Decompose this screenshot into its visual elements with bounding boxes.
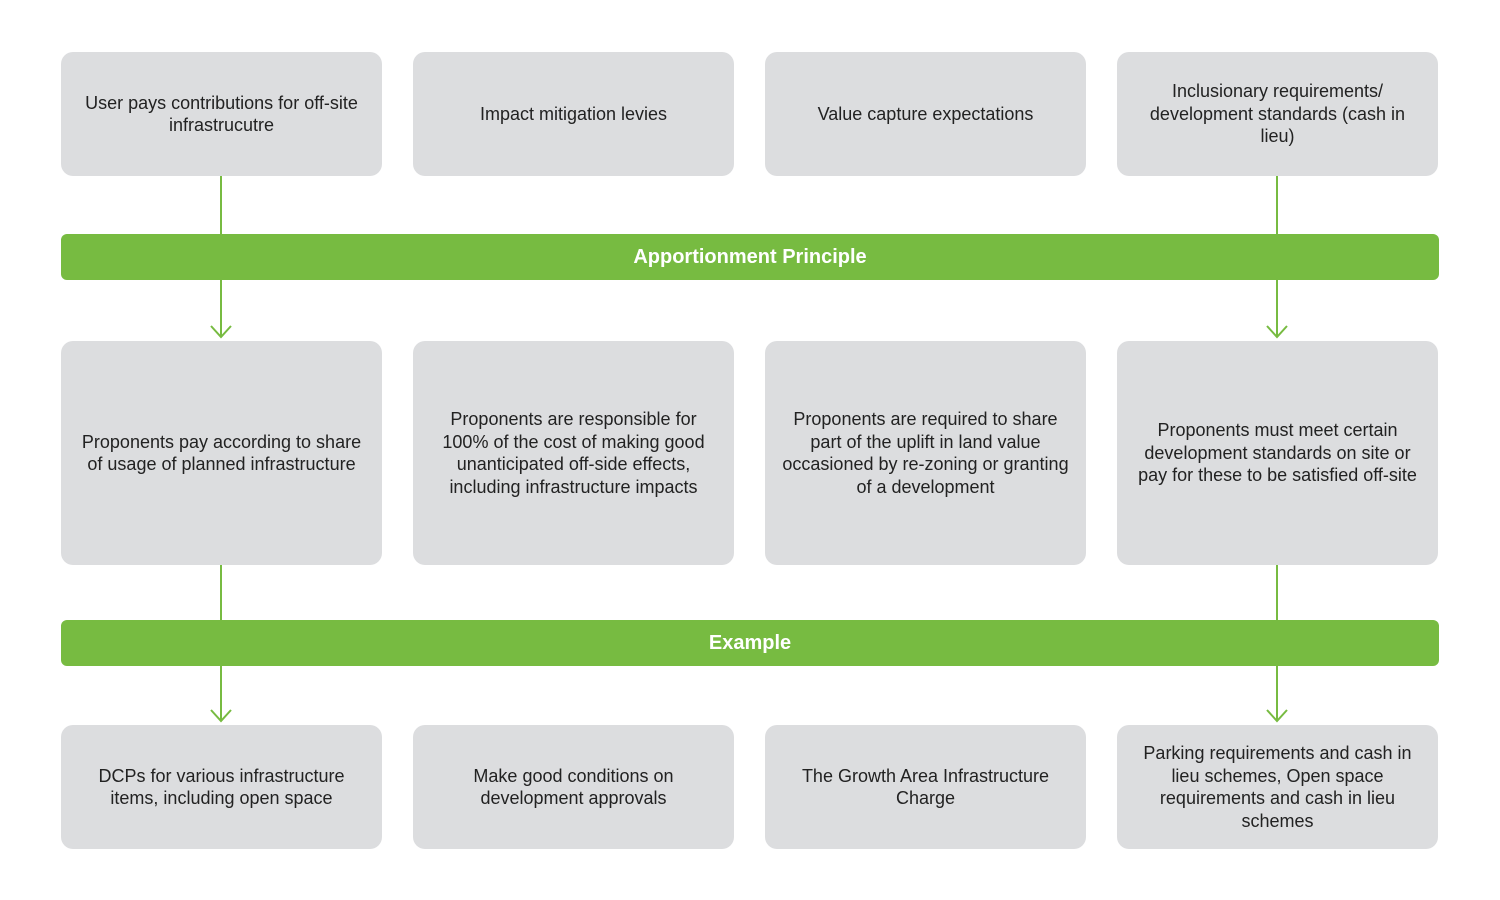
box-inclusionary-requirements: Inclusionary requirements/ development s… <box>1117 52 1438 176</box>
band-example: Example <box>61 620 1439 666</box>
box-value-capture-expectations: Value capture expectations <box>765 52 1086 176</box>
box-example-dcps: DCPs for various infrastructure items, i… <box>61 725 382 849</box>
box-principle-share-uplift: Proponents are required to share part of… <box>765 341 1086 565</box>
box-example-parking-open-space: Parking requirements and cash in lieu sc… <box>1117 725 1438 849</box>
box-principle-share-of-usage: Proponents pay according to share of usa… <box>61 341 382 565</box>
box-example-make-good-conditions: Make good conditions on development appr… <box>413 725 734 849</box>
box-impact-mitigation-levies: Impact mitigation levies <box>413 52 734 176</box>
box-user-pays-contributions: User pays contributions for off-site inf… <box>61 52 382 176</box>
box-principle-development-standards: Proponents must meet certain development… <box>1117 341 1438 565</box>
box-example-growth-area-charge: The Growth Area Infrastructure Charge <box>765 725 1086 849</box>
band-apportionment-principle: Apportionment Principle <box>61 234 1439 280</box>
box-principle-make-good: Proponents are responsible for 100% of t… <box>413 341 734 565</box>
